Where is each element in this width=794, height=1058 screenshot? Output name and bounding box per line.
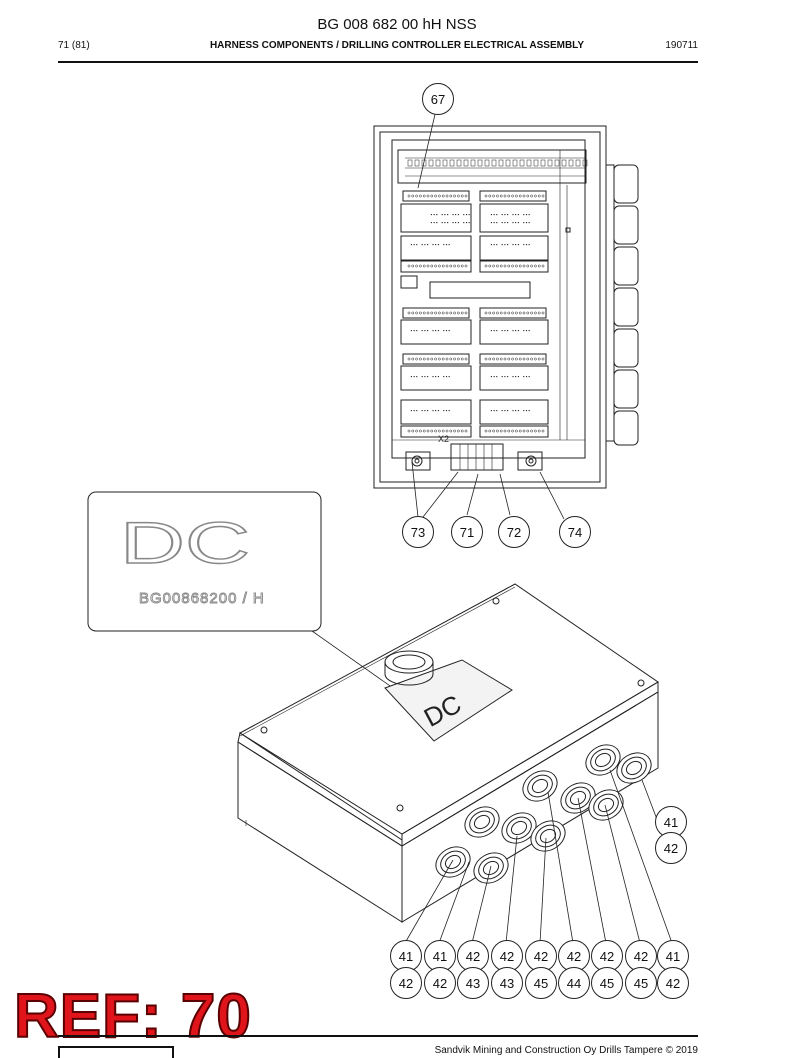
svg-text:▪▪▪ ▪▪▪ ▪▪▪ ▪▪▪: ▪▪▪ ▪▪▪ ▪▪▪ ▪▪▪ xyxy=(410,243,451,248)
callout-gland: 42 xyxy=(390,967,422,999)
cabinet-interior-view xyxy=(373,125,639,489)
svg-text:▪▪▪ ▪▪▪ ▪▪▪ ▪▪▪: ▪▪▪ ▪▪▪ ▪▪▪ ▪▪▪ xyxy=(490,221,531,226)
callout-gland: 42 xyxy=(424,967,456,999)
header-rule xyxy=(58,61,698,63)
callout-side: 42 xyxy=(655,832,687,864)
svg-text:▪▪▪ ▪▪▪ ▪▪▪ ▪▪▪: ▪▪▪ ▪▪▪ ▪▪▪ ▪▪▪ xyxy=(490,375,531,380)
svg-text:▪▪▪ ▪▪▪ ▪▪▪ ▪▪▪: ▪▪▪ ▪▪▪ ▪▪▪ ▪▪▪ xyxy=(410,375,451,380)
svg-text:▪▪▪ ▪▪▪ ▪▪▪ ▪▪▪: ▪▪▪ ▪▪▪ ▪▪▪ ▪▪▪ xyxy=(430,221,471,226)
callout-gland: 45 xyxy=(625,967,657,999)
callout-gland: 44 xyxy=(558,967,590,999)
callout-bottom-row: 74 xyxy=(559,516,591,548)
callout-bottom-row: 73 xyxy=(402,516,434,548)
label-plate-code: DC xyxy=(120,511,250,576)
callout-bottom-row: 71 xyxy=(451,516,483,548)
footer-rule xyxy=(58,1035,698,1037)
callout-gland: 41 xyxy=(657,940,689,972)
svg-text:▪▪▪ ▪▪▪ ▪▪▪ ▪▪▪: ▪▪▪ ▪▪▪ ▪▪▪ ▪▪▪ xyxy=(410,329,451,334)
document-number: BG 008 682 00 hH NSS xyxy=(317,16,477,33)
callout-gland: 42 xyxy=(491,940,523,972)
svg-text:▪▪▪ ▪▪▪ ▪▪▪ ▪▪▪: ▪▪▪ ▪▪▪ ▪▪▪ ▪▪▪ xyxy=(490,329,531,334)
svg-text:▪▪▪ ▪▪▪ ▪▪▪ ▪▪▪: ▪▪▪ ▪▪▪ ▪▪▪ ▪▪▪ xyxy=(490,213,531,218)
label-plate-outline xyxy=(87,491,322,632)
callout-top: 67 xyxy=(422,83,454,115)
callout-gland: 43 xyxy=(457,967,489,999)
page-number: 71 (81) xyxy=(58,40,90,51)
svg-text:▪▪▪ ▪▪▪ ▪▪▪ ▪▪▪: ▪▪▪ ▪▪▪ ▪▪▪ ▪▪▪ xyxy=(430,213,471,218)
section-title: HARNESS COMPONENTS / DRILLING CONTROLLER… xyxy=(209,40,585,51)
svg-text:▪▪▪ ▪▪▪ ▪▪▪ ▪▪▪: ▪▪▪ ▪▪▪ ▪▪▪ ▪▪▪ xyxy=(490,243,531,248)
callout-gland: 42 xyxy=(558,940,590,972)
company-logo xyxy=(58,1046,174,1058)
svg-text:▪▪▪ ▪▪▪ ▪▪▪ ▪▪▪: ▪▪▪ ▪▪▪ ▪▪▪ ▪▪▪ xyxy=(410,409,451,414)
footer-copyright: Sandvik Mining and Construction Oy Drill… xyxy=(434,1045,698,1056)
cable-glands xyxy=(435,744,652,884)
callout-gland: 42 xyxy=(525,940,557,972)
callout-gland: 42 xyxy=(457,940,489,972)
reference-stamp: REF: 70 xyxy=(13,982,252,1051)
terminal-x2-label: X2 xyxy=(438,434,449,444)
label-plate-part-number: BG00868200 / H xyxy=(139,590,265,607)
enclosure-isometric-view xyxy=(237,583,659,923)
callout-gland: 45 xyxy=(525,967,557,999)
revision-date: 190711 xyxy=(665,40,698,51)
callout-gland: 45 xyxy=(591,967,623,999)
callout-gland: 42 xyxy=(657,967,689,999)
svg-text:▪▪▪ ▪▪▪ ▪▪▪ ▪▪▪: ▪▪▪ ▪▪▪ ▪▪▪ ▪▪▪ xyxy=(490,409,531,414)
callout-gland: 43 xyxy=(491,967,523,999)
pixel-font-labels: ▪▪▪ ▪▪▪ ▪▪▪ ▪▪▪ ▪▪▪ ▪▪▪ ▪▪▪ ▪▪▪ ▪▪▪ ▪▪▪ … xyxy=(410,213,531,414)
callout-bottom-row: 72 xyxy=(498,516,530,548)
callout-gland: 41 xyxy=(424,940,456,972)
